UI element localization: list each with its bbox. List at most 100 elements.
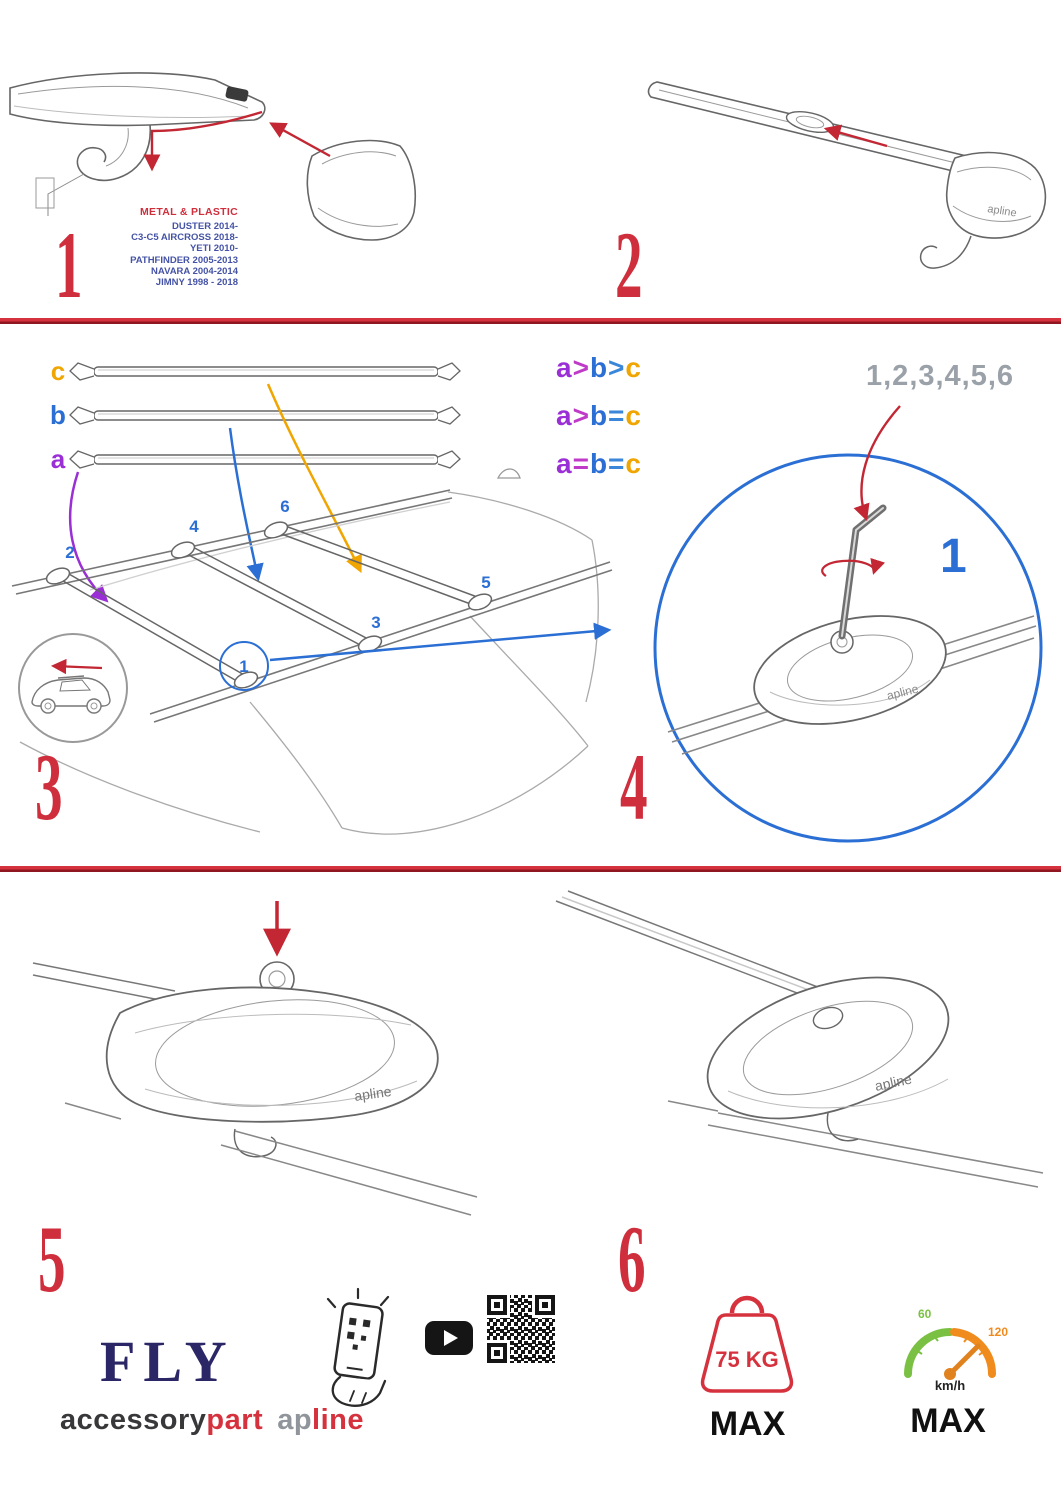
step2-bar-drawing: apline [647, 81, 1047, 269]
accessory-text: accessory [60, 1404, 207, 1436]
bar-label-b: b [50, 400, 66, 430]
step4-detail-drawing: apline 1 [653, 405, 1043, 843]
foot-pad [105, 986, 439, 1123]
step3-roof-drawing: c b a [11, 356, 613, 835]
section-divider-bottom [0, 866, 1061, 872]
qr-finder-bl [486, 1340, 510, 1364]
youtube-icon [425, 1321, 473, 1355]
speed-arc-green [904, 1328, 954, 1378]
speedometer-icon: 60 120 [904, 1307, 1008, 1380]
speed-arc-orange [950, 1328, 997, 1378]
pos-5: 5 [481, 573, 490, 592]
cover-piece [306, 139, 417, 241]
brand-text: apline [353, 1083, 392, 1104]
step1-clamp-drawing [9, 72, 417, 241]
leader-box [35, 177, 55, 209]
sequence-arrow [853, 405, 901, 522]
max-weight-icon: 75 KG [700, 1295, 794, 1393]
speed-high-label: 120 [988, 1325, 1008, 1339]
loose-bar-a [69, 450, 461, 469]
detail-arrow [269, 622, 612, 662]
arrow-b-to-middle [228, 427, 264, 582]
qr-finder-tr [532, 1294, 556, 1318]
legend-row-3: a=b=c [556, 448, 642, 479]
model-item: YETI 2010- [189, 243, 238, 255]
step3-number: 3 [35, 734, 63, 840]
foot-body [945, 151, 1047, 239]
speed-needle [947, 1343, 981, 1377]
brand-text: apline [873, 1070, 913, 1093]
step1-number: 1 [55, 212, 83, 318]
step5-knob-drawing: apline [32, 901, 478, 1216]
weight-max-label: MAX [709, 1405, 786, 1443]
phone-scan-icon [326, 1287, 390, 1407]
part-text: part [206, 1404, 264, 1436]
material-label: METAL & PLASTIC [139, 206, 238, 218]
fly-logo: FLY [100, 1329, 235, 1394]
qr-finder-tl [486, 1294, 510, 1318]
crossbar-lines [555, 890, 829, 1002]
slide-arrow [823, 124, 888, 148]
model-item: C3-C5 AIRCROSS 2018- [131, 232, 238, 244]
weight-value: 75 KG [715, 1347, 779, 1372]
hand [331, 1375, 387, 1407]
arrow-a-to-front [68, 471, 109, 603]
speed-unit-label: km/h [934, 1378, 966, 1393]
top-hole [812, 1006, 844, 1030]
mounted-crossbars [45, 521, 493, 689]
step4-number: 4 [620, 734, 648, 840]
pos-1: 1 [239, 657, 248, 676]
rail-lines [667, 1100, 1044, 1188]
car-inset [18, 633, 128, 743]
foot-clamp-hook [919, 235, 972, 269]
first-position: 1 [940, 530, 967, 583]
clamp-handle [826, 1112, 859, 1142]
weight-body [700, 1313, 794, 1393]
pos-3: 3 [371, 613, 380, 632]
loose-bar-b [69, 406, 461, 425]
bar-end-body [9, 72, 266, 127]
loose-bar-c [69, 362, 461, 381]
direction-arrow [50, 658, 103, 675]
rotate-arrow [821, 557, 886, 577]
weight-handle [729, 1295, 765, 1314]
model-item: PATHFINDER 2005-2013 [130, 254, 238, 266]
tighten-sequence: 1,2,3,4,5,6 [866, 360, 1015, 392]
line-text: line [312, 1404, 365, 1436]
bar-label-a: a [51, 444, 66, 474]
foot-pad [753, 615, 947, 725]
length-legend: a>b>c a>b=c a=b=c [556, 352, 642, 496]
scan-rays [326, 1287, 390, 1309]
rail-lines [64, 1102, 478, 1216]
brand-patch [225, 86, 249, 102]
step2-number: 2 [615, 212, 643, 318]
detail-circle [653, 453, 1043, 843]
car-body-sketch [19, 468, 599, 835]
model-item: NAVARA 2004-2014 [151, 265, 238, 277]
legend-row-1: a>b>c [556, 352, 642, 383]
clamp-hook [76, 124, 152, 182]
pos-2: 2 [65, 543, 74, 562]
fitment-text: METAL & PLASTIC DUSTER 2014- C3-C5 AIRCR… [100, 206, 238, 288]
speed-low-label: 60 [918, 1307, 932, 1321]
pos-6: 6 [280, 497, 289, 516]
needle-hub [944, 1368, 956, 1380]
position-numbers: 2 4 6 3 5 1 [65, 497, 490, 676]
model-item: DUSTER 2014- [172, 221, 238, 232]
legend-row-2: a>b=c [556, 400, 642, 431]
incoming-bar [32, 962, 176, 1002]
brand-text: apline [987, 203, 1018, 219]
section-divider-top [0, 318, 1061, 324]
ap-text: ap [277, 1404, 313, 1436]
route-arrow [143, 110, 263, 172]
model-item: JIMNY 1998 - 2018 [155, 277, 238, 289]
step6-number: 6 [618, 1206, 646, 1312]
step5-number: 5 [38, 1206, 66, 1312]
pos-4: 4 [189, 517, 199, 536]
bar-label-c: c [51, 356, 65, 386]
step6-foot-drawing: apline [555, 890, 1044, 1188]
qr-code [486, 1294, 556, 1364]
insert-arrow [269, 122, 331, 158]
